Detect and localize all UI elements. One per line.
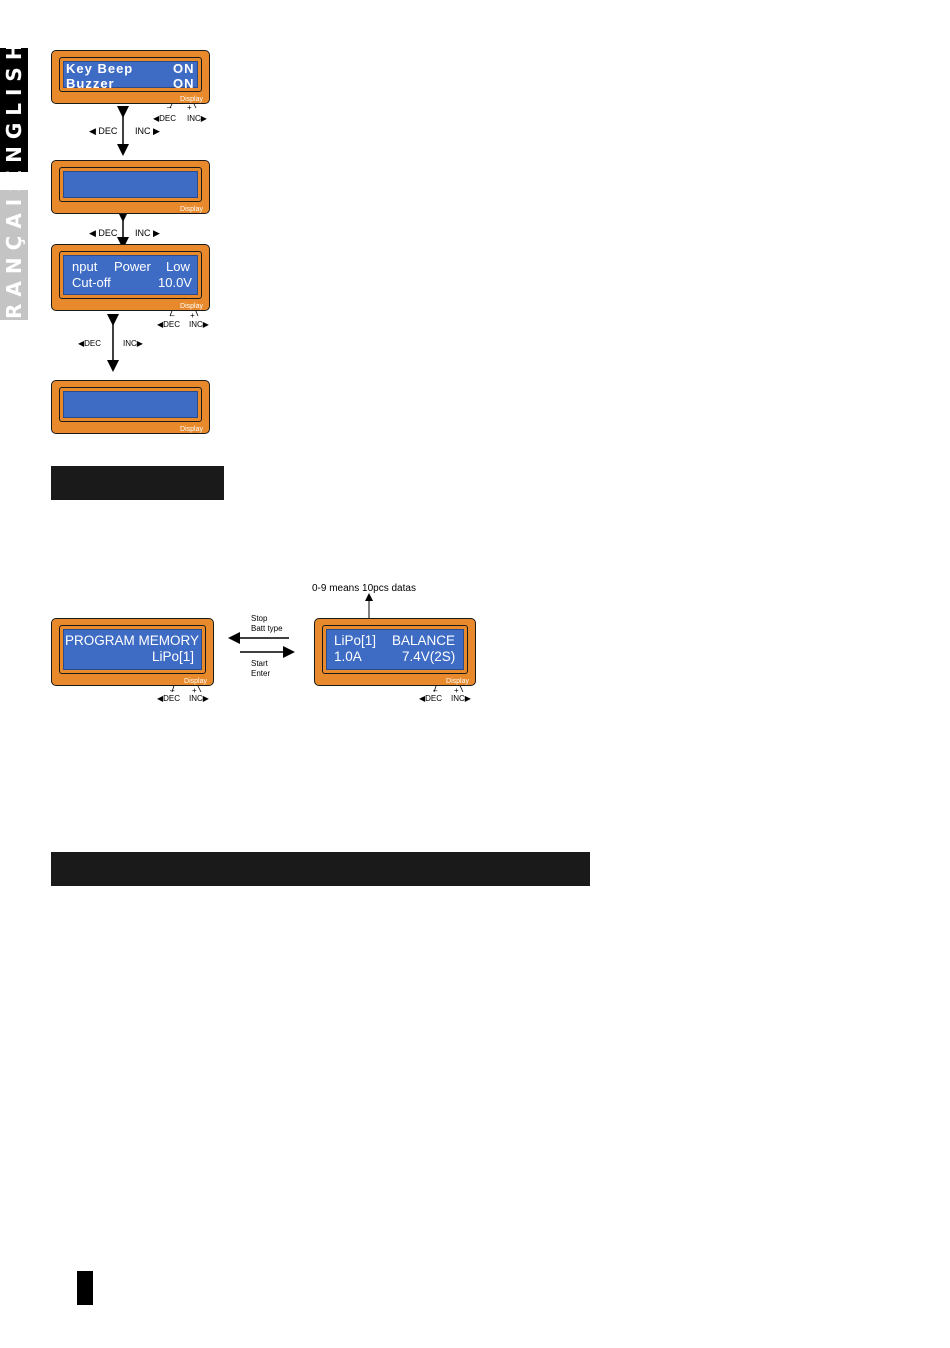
dec-button[interactable]: ◀DEC [419, 694, 443, 703]
charge-current: 1.0A [334, 649, 362, 664]
plus-sign: + [187, 103, 192, 112]
minus-sign: – [170, 311, 175, 320]
minus-sign: – [433, 686, 438, 695]
section-heading-bar-wide [51, 852, 590, 886]
inc-button[interactable]: INC▶ [189, 694, 209, 703]
inc-button[interactable]: INC▶ [451, 694, 471, 703]
start-label: Start [251, 659, 268, 668]
plus-sign: + [190, 311, 195, 320]
lcd-program-memory: Display [51, 618, 214, 686]
dec-button[interactable]: ◀DEC [157, 694, 181, 703]
key-beep-label: Key Beep [66, 61, 134, 76]
plus-sign: + [192, 686, 197, 695]
lcd-display-label: Display [180, 96, 203, 103]
datas-note: 0-9 means 10pcs datas [312, 583, 416, 594]
dec-button[interactable]: ◀ DEC [89, 126, 118, 136]
page-number-marker [77, 1271, 93, 1305]
lcd-lipo-balance: Display [314, 618, 476, 686]
dec-button[interactable]: ◀ DEC [89, 228, 118, 238]
key-beep-value: ON [173, 61, 195, 76]
inc-button[interactable]: INC▶ [123, 339, 143, 348]
lcd-blank-1: Display [51, 160, 210, 214]
dec-button[interactable]: ◀DEC [157, 320, 181, 329]
english-tab: ENGLISH [0, 36, 28, 184]
dec-button[interactable]: ◀DEC [153, 114, 177, 123]
lcd-display-label: Display [180, 426, 203, 433]
lcd-input-power: Display [51, 244, 210, 311]
lcd-display-label: Display [180, 303, 203, 310]
cutoff-label: Cut-off [72, 275, 111, 290]
inc-button[interactable]: INC ▶ [135, 126, 160, 136]
inc-button[interactable]: INC ▶ [135, 228, 160, 238]
program-memory-title: PROGRAM MEMORY [65, 633, 200, 648]
inc-button[interactable]: INC▶ [189, 320, 209, 329]
enter-label: Enter [251, 669, 271, 678]
section-heading-bar [51, 466, 224, 500]
cutoff-value: 10.0V [158, 275, 192, 290]
lcd-display-label: Display [180, 206, 203, 213]
plus-sign: + [454, 686, 459, 695]
buzzer-value: ON [173, 76, 195, 91]
low-label: Low [166, 259, 190, 274]
power-label: Power [114, 259, 151, 274]
batt-type-label: Batt type [251, 624, 283, 633]
lcd-display-label: Display [184, 678, 207, 685]
pack-voltage: 7.4V(2S) [402, 649, 456, 664]
lcd-blank-2: Display [51, 380, 210, 434]
lcd-display-label: Display [446, 678, 469, 685]
english-tab-label: ENGLISH [2, 36, 26, 184]
lipo-slot: LiPo[1] [334, 633, 377, 648]
francais-tab: FRANÇAIS [0, 170, 28, 340]
stop-label: Stop [251, 614, 268, 623]
minus-sign: – [167, 103, 172, 112]
minus-sign: – [170, 686, 175, 695]
program-memory-slot: LiPo[1] [152, 649, 195, 664]
lcd-key-beep: Display [51, 50, 210, 104]
dec-button[interactable]: ◀DEC [78, 339, 102, 348]
balance-mode: BALANCE [392, 633, 456, 648]
francais-tab-label: FRANÇAIS [2, 170, 26, 340]
buzzer-label: Buzzer [66, 76, 115, 91]
inc-button[interactable]: INC▶ [187, 114, 207, 123]
input-label: nput [72, 259, 98, 274]
